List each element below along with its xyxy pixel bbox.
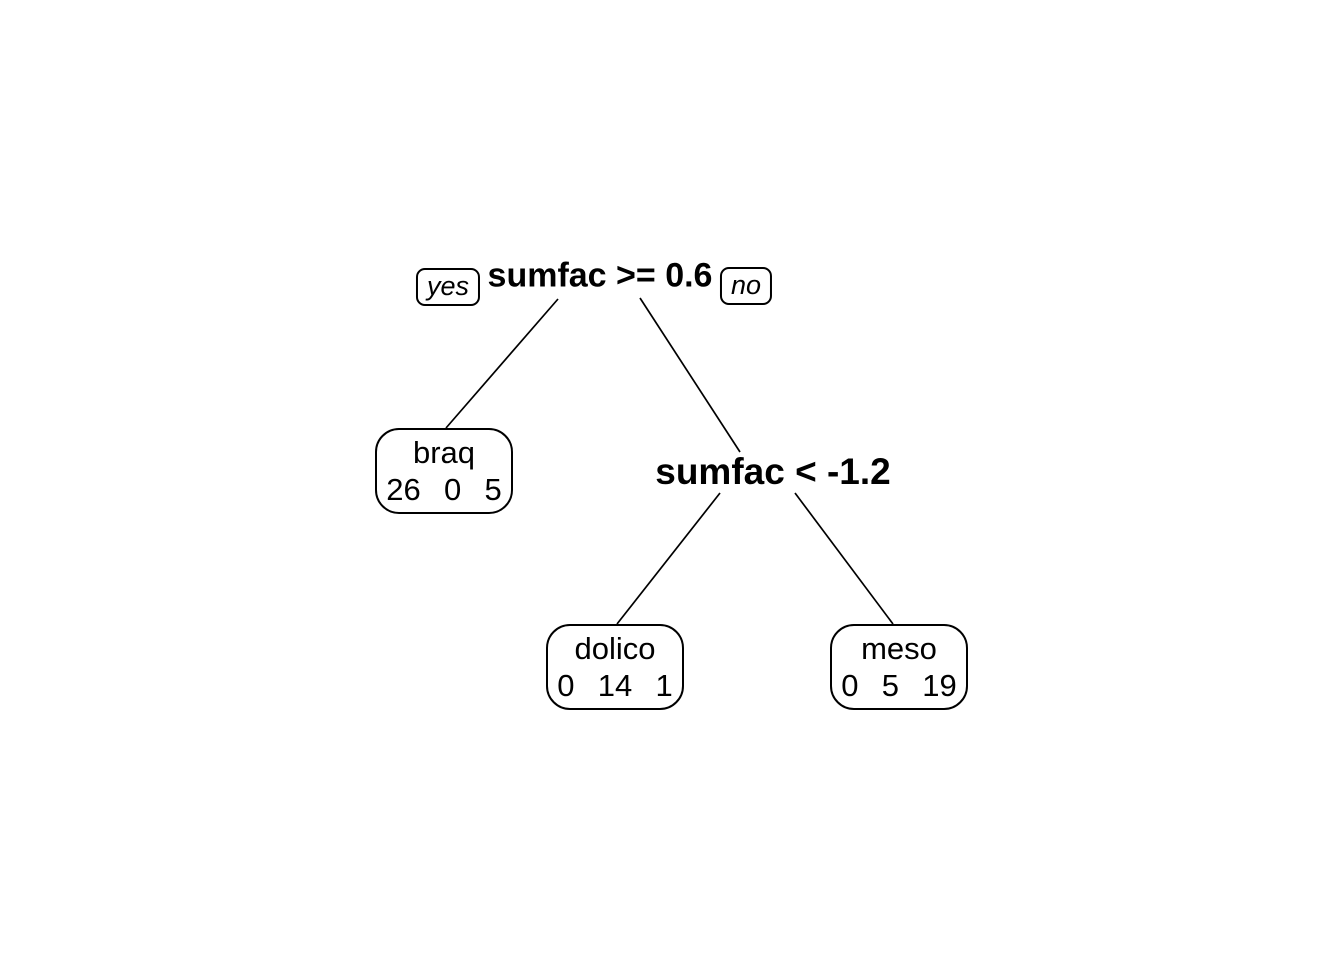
leaf-class-counts: 0 5 19 xyxy=(841,668,957,703)
edge-second-split-to-meso xyxy=(794,492,894,625)
yes-branch-badge: yes xyxy=(415,268,481,306)
root-split-condition: sumfac >= 0.6 xyxy=(487,256,713,295)
edge-second-split-to-dolico xyxy=(616,492,721,625)
second-split-condition: sumfac < -1.2 xyxy=(655,451,891,492)
leaf-node-meso: meso 0 5 19 xyxy=(830,624,968,710)
leaf-class-counts: 0 14 1 xyxy=(557,668,673,703)
edge-root-to-second-split xyxy=(639,297,741,453)
leaf-label: meso xyxy=(861,631,937,666)
leaf-node-braq: braq 26 0 5 xyxy=(375,428,513,514)
leaf-class-counts: 26 0 5 xyxy=(386,472,502,507)
no-branch-badge: no xyxy=(719,267,773,305)
leaf-node-dolico: dolico 0 14 1 xyxy=(546,624,684,710)
edge-root-to-braq xyxy=(445,298,559,429)
leaf-label: dolico xyxy=(574,631,656,666)
leaf-label: braq xyxy=(412,435,476,470)
